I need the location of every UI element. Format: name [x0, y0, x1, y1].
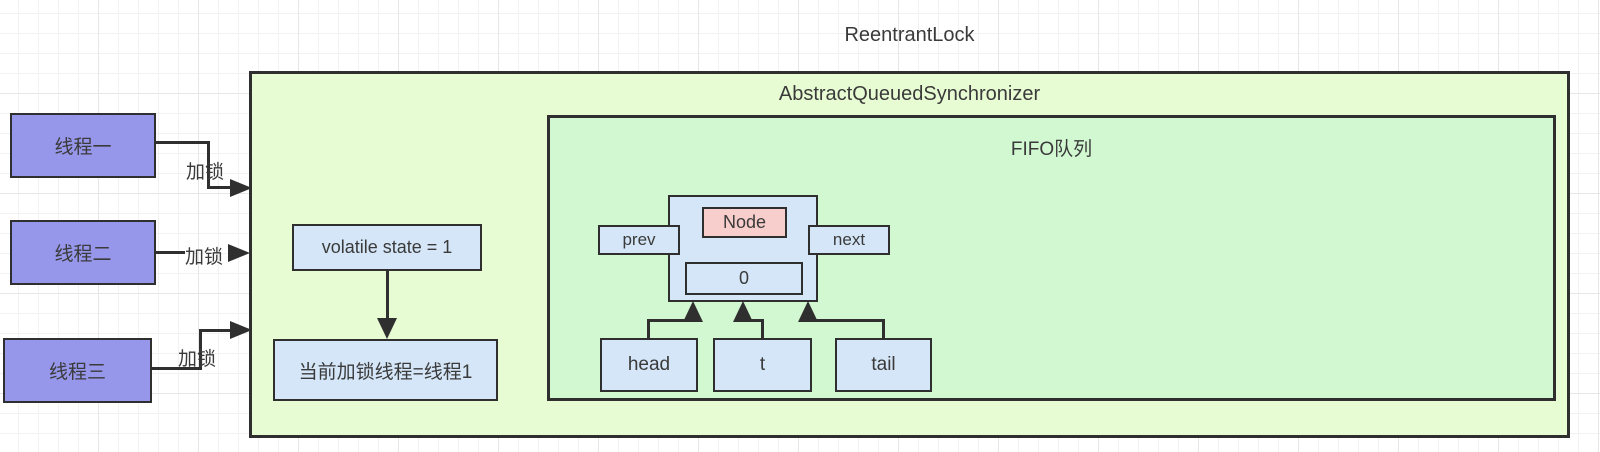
lock-label-3: 加锁 [178, 349, 217, 370]
lock-arrow-2-segment [156, 251, 185, 254]
node-prev-label: prev [622, 230, 656, 249]
state-owner-arrowhead-icon [377, 318, 397, 339]
aqs-title: AbstractQueuedSynchronizer [778, 83, 1041, 105]
tail-arrowhead-icon [798, 301, 818, 322]
lock-arrow-3-arrowhead-icon [230, 321, 252, 339]
lock-arrow-2-arrowhead-icon [228, 244, 250, 262]
node-prev-box: prev [598, 225, 680, 255]
lock-arrow-1-segment [207, 186, 233, 189]
t-pointer-label: t [759, 354, 766, 375]
tail-arrow-segment [882, 319, 885, 338]
tail-pointer-label: tail [871, 354, 896, 375]
t-pointer-box: t [713, 338, 812, 392]
node-next-label: next [832, 230, 866, 249]
lock-label-2: 加锁 [185, 247, 224, 268]
t-arrowhead-icon [733, 301, 753, 322]
thread-1-box: 线程一 [10, 113, 156, 178]
thread-3-box: 线程三 [3, 338, 152, 403]
current-owner-box: 当前加锁线程=线程1 [273, 339, 498, 401]
lock-arrow-1-segment [156, 141, 210, 144]
diagram-title: ReentrantLock [844, 24, 975, 46]
node-value-box: 0 [685, 262, 803, 295]
lock-arrow-3-segment [199, 329, 232, 332]
state-owner-arrow-segment [386, 271, 389, 320]
lock-arrow-1-segment [207, 141, 210, 189]
thread-2-label: 线程二 [54, 244, 112, 265]
lock-label-1: 加锁 [186, 162, 225, 183]
node-title-box: Node [702, 207, 787, 238]
node-next-box: next [808, 225, 890, 255]
volatile-state-box: volatile state = 1 [292, 224, 482, 271]
head-arrowhead-icon [683, 301, 703, 322]
head-arrow-segment [647, 319, 693, 322]
node-title-label: Node [722, 212, 767, 232]
node-value-label: 0 [738, 268, 749, 288]
lock-arrow-1-arrowhead-icon [230, 179, 252, 197]
lock-arrow-3-segment [199, 329, 202, 370]
current-owner-label: 当前加锁线程=线程1 [298, 361, 473, 383]
thread-1-label: 线程一 [54, 137, 112, 158]
head-pointer-box: head [600, 338, 698, 392]
tail-pointer-box: tail [835, 338, 932, 392]
lock-arrow-3-segment [152, 367, 202, 370]
volatile-state-label: volatile state = 1 [321, 237, 453, 257]
thread-3-label: 线程三 [48, 362, 106, 383]
fifo-queue-title: FIFO队列 [1010, 139, 1093, 160]
thread-2-box: 线程二 [10, 220, 156, 285]
t-arrow-segment [761, 319, 764, 338]
tail-arrow-segment [807, 319, 884, 322]
head-arrow-segment [647, 319, 650, 338]
head-pointer-label: head [627, 354, 671, 375]
